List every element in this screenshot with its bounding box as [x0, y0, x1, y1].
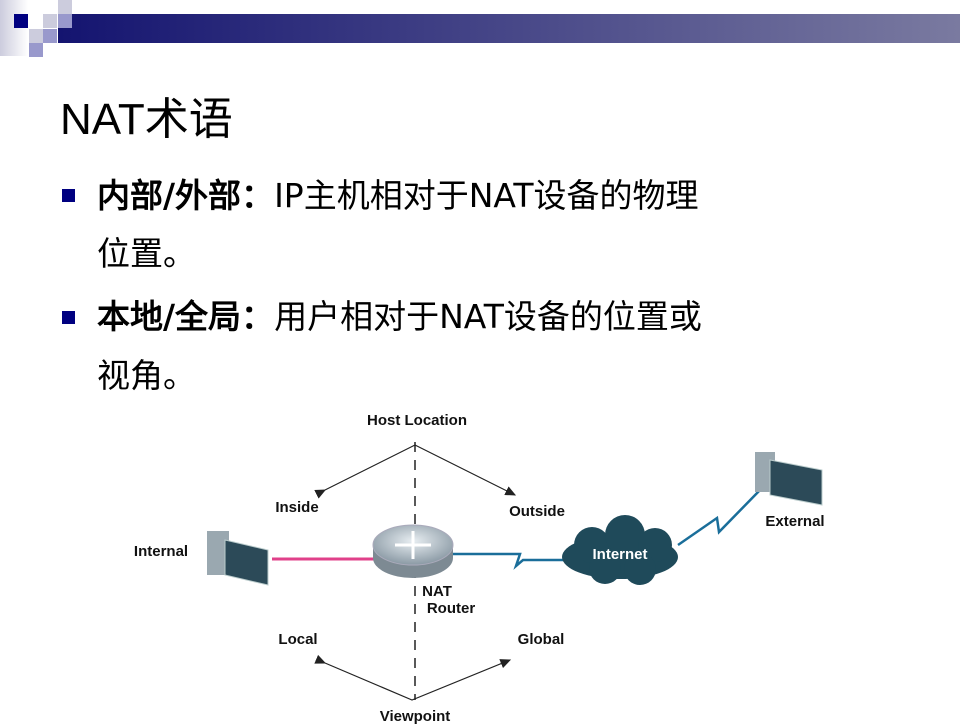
internet-cloud-icon	[562, 515, 678, 585]
global-label: Global	[517, 631, 565, 648]
router-label-line1: NAT	[422, 583, 452, 600]
bullet-2-text: 用户相对于NAT设备的位置或	[274, 297, 702, 336]
external-label: External	[765, 513, 825, 530]
bullet-icon	[62, 311, 75, 324]
bullet-1-line-2: 位置。	[97, 234, 196, 273]
internal-computer-icon	[207, 531, 269, 586]
decor-square	[0, 0, 28, 56]
bullet-2-term: 本地/全局：	[97, 297, 275, 336]
bullet-2-line-1: 本地/全局：用户相对于NAT设备的位置或	[97, 297, 702, 337]
decor-square	[43, 29, 57, 43]
decor-square	[58, 14, 72, 28]
host-location-arrows	[314, 444, 517, 499]
decor-square	[58, 0, 72, 14]
bullet-2-line-2: 视角。	[97, 356, 196, 395]
inside-label: Inside	[275, 499, 319, 516]
router-label-line2: Router	[426, 600, 476, 617]
host-location-label: Host Location	[367, 412, 467, 429]
viewpoint-label: Viewpoint	[379, 708, 451, 725]
slide-title: NAT术语	[60, 95, 233, 144]
internet-label: Internet	[592, 546, 648, 563]
header-gradient-bar	[58, 14, 960, 43]
decor-square	[29, 29, 43, 43]
bullet-icon	[62, 189, 75, 202]
outside-link	[452, 552, 565, 570]
local-label: Local	[278, 631, 318, 648]
external-computer-icon	[755, 452, 823, 506]
external-link	[677, 487, 763, 547]
header-decoration	[0, 0, 960, 60]
bullet-1-text: IP主机相对于NAT设备的物理	[274, 176, 699, 215]
decor-square	[43, 14, 57, 28]
router-icon	[372, 524, 454, 578]
internal-label: Internal	[133, 543, 189, 560]
decor-square	[14, 14, 28, 28]
decor-square	[29, 43, 43, 57]
outside-label: Outside	[509, 503, 565, 520]
bullet-1-term: 内部/外部：	[97, 176, 275, 215]
bullet-1-line-1: 内部/外部：IP主机相对于NAT设备的物理	[97, 176, 699, 216]
viewpoint-arrows	[314, 654, 512, 701]
